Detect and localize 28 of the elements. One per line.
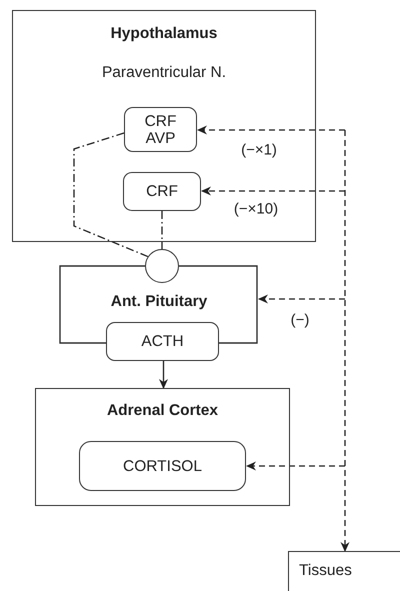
region-box	[12, 10, 316, 242]
region-title: Adrenal Cortex	[106, 402, 220, 420]
arrow	[159, 361, 168, 389]
rounded-box	[123, 172, 201, 211]
region-title: Ant. Pituitary	[110, 293, 208, 311]
feedback-arrow	[340, 130, 350, 552]
node-label: Tissues	[299, 562, 352, 580]
junction-circle	[145, 249, 179, 283]
rounded-box	[106, 322, 219, 361]
node-label: CORTISOL	[123, 458, 202, 474]
node-label: CRF AVP	[144, 112, 178, 146]
region-box	[35, 388, 290, 506]
feedback-arrow	[258, 294, 345, 304]
rounded-box	[79, 441, 246, 491]
feedback-arrow	[201, 186, 345, 196]
region-title: Hypothalamus	[110, 25, 218, 43]
dash-dot-line	[73, 132, 148, 258]
target-box	[288, 551, 400, 591]
feedback-arrow	[246, 462, 345, 470]
edge-label: (−×10)	[234, 200, 278, 218]
node-label: ACTH	[141, 333, 184, 350]
rounded-box	[124, 107, 197, 152]
dash-dot-line	[161, 211, 163, 249]
node-label: Paraventricular N.	[100, 64, 228, 82]
edge-label: (−×1)	[241, 142, 277, 158]
node-label: CRF	[146, 183, 178, 200]
feedback-arrow	[197, 126, 345, 134]
edge-label: (−)	[290, 312, 310, 328]
